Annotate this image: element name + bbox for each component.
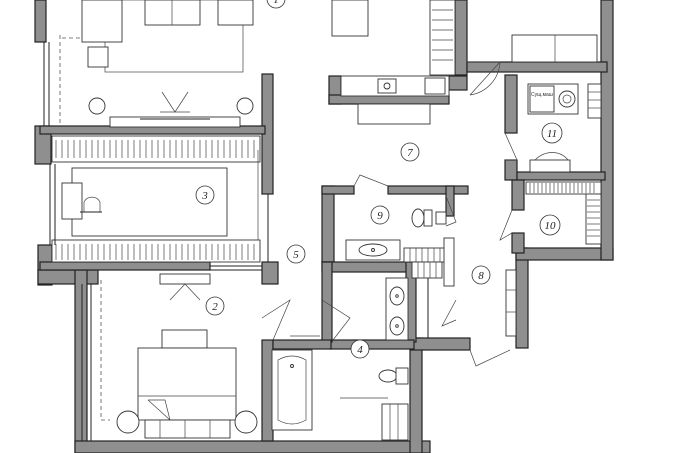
- room-9-bathroom: [345, 174, 457, 287]
- living-room-furniture: [43, 0, 254, 128]
- closet-hangers-bottom: [55, 244, 255, 260]
- walls: [34, 0, 614, 453]
- svg-text:4: 4: [357, 344, 363, 356]
- room-labels: 1 2 3 4 5 7 8 9: [195, 0, 563, 359]
- washing-machine-label: Сущ.маш: [531, 92, 553, 98]
- room-label-2: 2: [205, 296, 225, 316]
- room-label-5: 5: [286, 244, 306, 264]
- room-label-9: 9: [370, 205, 390, 225]
- svg-text:9: 9: [377, 210, 383, 222]
- kitchen-furniture: [331, 0, 456, 125]
- wardrobe-hangers-side: [587, 199, 600, 237]
- closet-hangers-top: [55, 140, 255, 158]
- room-2-furniture: [81, 265, 262, 441]
- room-3-furniture: [49, 135, 261, 263]
- svg-text:11: 11: [547, 128, 557, 140]
- room-4-bathroom: [271, 277, 409, 441]
- corridor-details: [257, 150, 351, 341]
- wardrobe-room: [499, 181, 602, 245]
- wardrobe-hangers: [529, 183, 595, 193]
- svg-text:2: 2: [212, 301, 218, 313]
- svg-text:7: 7: [407, 147, 413, 159]
- room-label-4: 4: [350, 339, 370, 359]
- room-label-1: 1: [266, 0, 286, 9]
- svg-text:8: 8: [478, 270, 484, 282]
- top-right-room-furniture: [467, 34, 598, 96]
- svg-text:5: 5: [293, 249, 299, 261]
- svg-text:10: 10: [545, 220, 557, 232]
- room-label-11: 11: [541, 122, 563, 144]
- kitchen-shelves: [432, 9, 453, 61]
- room-label-8: 8: [471, 265, 491, 285]
- svg-text:3: 3: [201, 190, 208, 202]
- laundry-room: Сущ.маш: [504, 83, 602, 173]
- room-label-7: 7: [400, 142, 420, 162]
- room-label-3: 3: [195, 185, 215, 205]
- room-8-hall: [411, 261, 517, 367]
- svg-text:1: 1: [273, 0, 279, 6]
- room-label-10: 10: [539, 214, 561, 236]
